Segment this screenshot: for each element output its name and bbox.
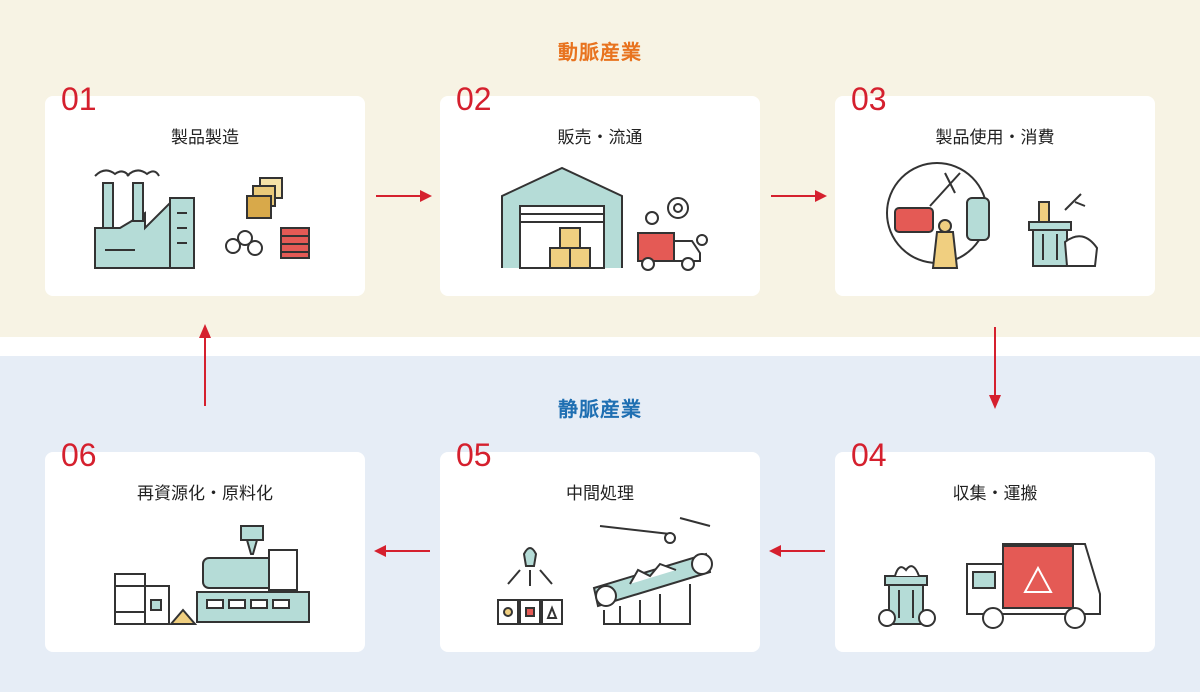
step-card-distribution: 02 販売・流通 <box>440 83 760 296</box>
consumer-goods-icon <box>886 162 1099 269</box>
garbage-bin-icon <box>878 565 936 627</box>
step-card-collection: 04 収集・運搬 <box>835 439 1155 652</box>
arterial-industry-title: 動脈産業 <box>558 40 642 64</box>
step-card-consumption: 03 製品使用・消費 <box>835 83 1155 296</box>
delivery-truck-icon <box>637 197 708 271</box>
arrow-right-icon <box>376 190 432 202</box>
step-card-intermediate-treatment: 05 中間処理 <box>440 439 760 652</box>
arrow-up-icon <box>199 324 211 406</box>
step-number: 03 <box>851 81 887 117</box>
step-number: 02 <box>456 81 492 117</box>
arrow-left-icon <box>374 545 430 557</box>
conveyor-icon <box>592 517 713 625</box>
step-label: 製品使用・消費 <box>935 128 1055 148</box>
extrusion-machine-icon <box>196 525 310 623</box>
warehouse-icon <box>501 166 708 271</box>
step-label: 製品製造 <box>171 128 239 148</box>
sorting-bins-icon <box>497 517 713 625</box>
arrow-left-icon <box>769 545 825 557</box>
step-number: 01 <box>61 81 97 117</box>
step-label: 再資源化・原料化 <box>137 484 273 504</box>
barrels-icon <box>114 525 310 625</box>
step-label: 中間処理 <box>566 484 634 504</box>
step-card-recycling: 06 再資源化・原料化 <box>45 439 365 652</box>
materials-icon <box>225 177 310 259</box>
step-number: 05 <box>456 437 492 473</box>
arrow-right-icon <box>771 190 827 202</box>
step-number: 06 <box>61 437 97 473</box>
factory-icon <box>94 169 310 269</box>
venous-industry-title: 静脈産業 <box>558 397 642 421</box>
garbage-truck-icon <box>878 543 1101 629</box>
step-label: 収集・運搬 <box>952 484 1038 504</box>
step-label: 販売・流通 <box>557 128 643 148</box>
arrow-down-icon <box>989 327 1001 409</box>
step-number: 04 <box>851 437 887 473</box>
garbage-bin-icon <box>1028 193 1099 267</box>
step-card-manufacturing: 01 製品製造 <box>45 83 365 296</box>
